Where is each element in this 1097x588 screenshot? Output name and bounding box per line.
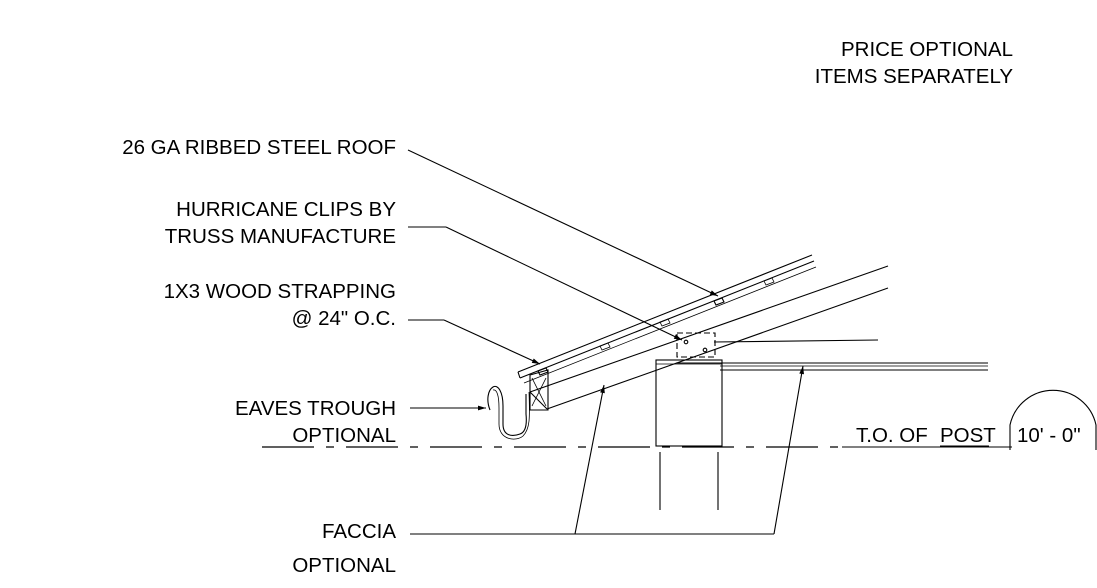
roof-leader [407, 149, 719, 297]
clips-label-line2: TRUSS MANUFACTURE [165, 225, 396, 248]
post [659, 452, 719, 510]
strapping-label-line2: @ 24" O.C. [292, 307, 396, 330]
roof-assembly [517, 254, 817, 384]
eaves-label-line2: OPTIONAL [292, 424, 396, 447]
price-note-line1: PRICE OPTIONAL [841, 38, 1013, 61]
clips-label-line1: HURRICANE CLIPS BY [176, 198, 396, 221]
post-beam [655, 359, 723, 447]
truss-bottom-chord [676, 362, 988, 371]
roof-label: 26 GA RIBBED STEEL ROOF [122, 136, 396, 159]
faccia-leader-right [773, 365, 805, 535]
elevation-marker [1009, 389, 1097, 450]
hurricane-clip [676, 332, 879, 358]
price-note-line2: ITEMS SEPARATELY [815, 65, 1014, 88]
elevation-value: 10' - 0" [1017, 424, 1081, 447]
faccia-label-line2: OPTIONAL [292, 554, 396, 577]
strapping-leader [443, 319, 541, 365]
truss-top-chord [529, 265, 889, 411]
top-of-post-word: POST [940, 424, 996, 447]
eaves-trough [487, 385, 530, 440]
faccia-leader-left [574, 384, 605, 535]
top-of-post-prefix: T.O. OF [856, 424, 928, 447]
clips-leader [445, 226, 683, 341]
strapping-label-line1: 1X3 WOOD STRAPPING [164, 280, 396, 303]
eaves-label-line1: EAVES TROUGH [235, 397, 396, 420]
faccia-label-line1: FACCIA [322, 520, 396, 543]
